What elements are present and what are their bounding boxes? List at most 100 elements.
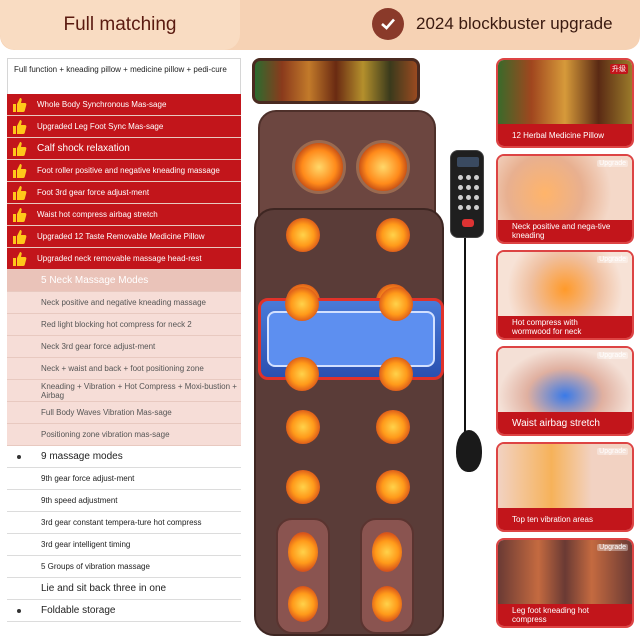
feature-label: Foldable storage	[41, 605, 116, 616]
feature-row-pink: Kneading + Vibration + Hot Compress + Mo…	[7, 380, 241, 402]
feature-row-white: 3rd gear constant tempera-ture hot compr…	[7, 512, 241, 534]
upgrade-badge: Upgrade	[597, 160, 628, 167]
feature-card: Upgrade Top ten vibration areas	[496, 442, 634, 532]
feature-list: Full function + kneading pillow + medici…	[7, 58, 241, 622]
card-caption: Top ten vibration areas	[498, 508, 632, 530]
foot-roller	[372, 586, 402, 622]
vibration-node	[376, 410, 410, 444]
remote-button	[466, 175, 471, 180]
feature-row-white: 9 massage modes	[7, 446, 241, 468]
header-right-title: 2024 blockbuster upgrade	[416, 14, 613, 33]
header-banner: Full matching 2024 blockbuster upgrade	[0, 0, 640, 50]
upgrade-badge: Upgrade	[597, 448, 628, 455]
feature-row-pink: Neck + waist and back + foot positioning…	[7, 358, 241, 380]
feature-label: Whole Body Synchronous Mas-sage	[37, 100, 167, 109]
remote-button	[466, 185, 471, 190]
header-right: 2024 blockbuster upgrade	[372, 8, 613, 40]
foot-heat-zone	[372, 532, 402, 572]
feature-row-pink: Full Body Waves Vibration Mas-sage	[7, 402, 241, 424]
remote-button	[458, 185, 463, 190]
feature-row-pink: Neck positive and negative kneading mass…	[7, 292, 241, 314]
thumbs-up-icon	[7, 160, 31, 182]
foot-massager-right	[360, 518, 414, 634]
thumbs-up-icon	[7, 182, 31, 204]
feature-label: Red light blocking hot compress for neck…	[41, 320, 192, 329]
feature-cards: 升级 12 Herbal Medicine Pillow Upgrade Nec…	[496, 58, 634, 634]
header-left-tab: Full matching	[0, 0, 240, 50]
foot-roller	[288, 586, 318, 622]
feature-label: Upgraded Leg Foot Sync Mas-sage	[37, 122, 164, 131]
remote-screen	[457, 157, 479, 167]
air-pump-bulb	[456, 430, 482, 472]
foot-massager-left	[276, 518, 330, 634]
feature-row-white: 9th speed adjustment	[7, 490, 241, 512]
feature-row-pink: Neck 3rd gear force adjust-ment	[7, 336, 241, 358]
card-caption: 12 Herbal Medicine Pillow	[498, 124, 632, 146]
herbal-pillow	[252, 58, 420, 104]
feature-row-white: 5 Groups of vibration massage	[7, 556, 241, 578]
vibration-areas-image	[498, 444, 632, 512]
feature-row-red: Calf shock relaxation	[7, 138, 241, 160]
remote-button	[466, 205, 471, 210]
feature-label: 9th speed adjustment	[41, 496, 118, 505]
vibration-node	[285, 287, 319, 321]
feature-row-red: Upgraded 12 Taste Removable Medicine Pil…	[7, 226, 241, 248]
feature-label: 9 massage modes	[41, 451, 123, 462]
feature-label: 5 Neck Massage Modes	[41, 275, 149, 286]
feature-label: Neck 3rd gear force adjust-ment	[41, 342, 156, 351]
feature-label: 9th gear force adjust-ment	[41, 474, 135, 483]
card-caption: Waist airbag stretch	[498, 412, 632, 434]
upgrade-badge: Upgrade	[597, 256, 628, 263]
feature-label: Full Body Waves Vibration Mas-sage	[41, 408, 172, 417]
feature-row-white: Lie and sit back three in one	[7, 578, 241, 600]
leg-foot-image	[498, 540, 632, 608]
feature-label: Upgraded neck removable massage head-res…	[37, 254, 202, 263]
feature-label: Neck + waist and back + foot positioning…	[41, 364, 204, 373]
upgrade-badge: 升级	[610, 64, 628, 74]
feature-row-pink: Positioning zone vibration mas-sage	[7, 424, 241, 446]
feature-row-red: Whole Body Synchronous Mas-sage	[7, 94, 241, 116]
thumbs-up-icon	[7, 248, 31, 270]
feature-label: Waist hot compress airbag stretch	[37, 210, 158, 219]
card-caption: Neck positive and nega-tive kneading	[498, 220, 632, 242]
feature-row-red: Upgraded neck removable massage head-res…	[7, 248, 241, 270]
feature-row-white: Foldable storage	[7, 600, 241, 622]
vibration-node	[376, 470, 410, 504]
remote-button	[458, 175, 463, 180]
remote-button	[474, 175, 479, 180]
massage-mat-illustration	[250, 58, 490, 636]
feature-card: Upgrade Hot compress with wormwood for n…	[496, 250, 634, 340]
vibration-node	[379, 357, 413, 391]
neck-kneading-image	[498, 156, 632, 224]
feature-label: Upgraded 12 Taste Removable Medicine Pil…	[37, 232, 205, 241]
card-caption: Hot compress with wormwood for neck	[498, 316, 632, 338]
feature-row-red: Foot roller positive and negative kneadi…	[7, 160, 241, 182]
upgrade-badge: Upgrade	[597, 352, 628, 359]
remote-button	[458, 205, 463, 210]
waist-airbag-image	[498, 348, 632, 416]
neck-kneading-node-right	[356, 140, 410, 194]
neck-hot-compress-image	[498, 252, 632, 320]
feature-card: Upgrade Neck positive and nega-tive knea…	[496, 154, 634, 244]
waist-airbag	[258, 287, 444, 391]
feature-row-red: Waist hot compress airbag stretch	[7, 204, 241, 226]
thumbs-up-icon	[7, 204, 31, 226]
thumbs-up-icon	[7, 94, 31, 116]
feature-row-red: Upgraded Leg Foot Sync Mas-sage	[7, 116, 241, 138]
feature-label: 3rd gear intelligent timing	[41, 540, 131, 549]
feature-label: 3rd gear constant tempera-ture hot compr…	[41, 518, 202, 527]
feature-row-red: Foot 3rd gear force adjust-ment	[7, 182, 241, 204]
feature-card: 升级 12 Herbal Medicine Pillow	[496, 58, 634, 148]
feature-label: Kneading + Vibration + Hot Compress + Mo…	[41, 381, 237, 400]
feature-card: Upgrade Leg foot kneading hot compress	[496, 538, 634, 628]
feature-card: Upgrade Waist airbag stretch	[496, 346, 634, 436]
vibration-node	[379, 287, 413, 321]
remote-button	[458, 195, 463, 200]
remote-cable	[464, 238, 466, 438]
feature-intro: Full function + kneading pillow + medici…	[7, 58, 241, 94]
thumbs-up-icon	[7, 138, 31, 160]
upgrade-badge: Upgrade	[597, 544, 628, 551]
vibration-node	[286, 410, 320, 444]
bullet-icon	[17, 454, 21, 459]
vibration-node	[286, 470, 320, 504]
